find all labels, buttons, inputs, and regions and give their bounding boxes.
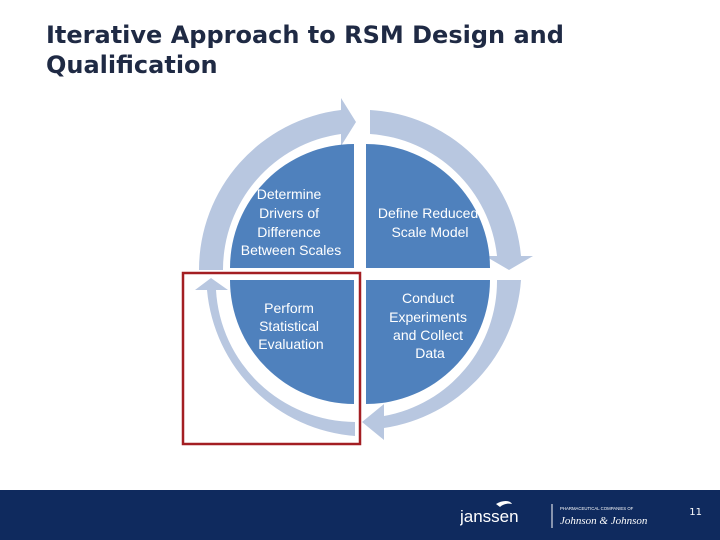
slide-title-line-2: Qualification [46, 51, 218, 79]
slide-title: Iterative Approach to RSM Design and Qua… [46, 20, 666, 80]
arrow-bottom-right [362, 280, 521, 440]
arrow-top-right [370, 110, 533, 270]
label-line: Data [415, 345, 445, 361]
quadrant-top-left-label: Determine Drivers of Difference Between … [241, 186, 341, 258]
quadrants [230, 144, 490, 404]
label-line: Between Scales [241, 242, 341, 258]
cycle-diagram: Determine Drivers of Difference Between … [181, 98, 533, 446]
arrow-ring [195, 98, 533, 440]
label-line: Statistical [259, 318, 319, 334]
parent-company: Johnson & Johnson [560, 515, 648, 527]
brand-wordmark: janssen [460, 507, 519, 526]
label-line: Experiments [389, 309, 467, 325]
label-line: Evaluation [258, 336, 323, 352]
quadrant-bottom-right [366, 280, 490, 404]
footer-bar: janssen PHARMACEUTICAL COMPANIES OF John… [0, 490, 720, 540]
page-number: 11 [689, 507, 702, 518]
quadrant-bottom-left-label: Perform Statistical Evaluation [258, 300, 323, 352]
label-line: Drivers of [259, 205, 319, 221]
quadrant-bottom-right-label: Conduct Experiments and Collect Data [389, 290, 471, 361]
quadrant-top-right-label: Define Reduced Scale Model [378, 205, 482, 240]
janssen-logo: janssen PHARMACEUTICAL COMPANIES OF John… [460, 501, 648, 528]
label-line: Define Reduced [378, 205, 478, 221]
arrow-top-left [198, 98, 356, 270]
janssen-swoosh-icon [496, 501, 512, 507]
label-line: Perform [264, 300, 314, 316]
arrow-bottom-left [195, 278, 355, 436]
slide-title-line-1: Iterative Approach to RSM Design and [46, 21, 564, 49]
brand-tagline: PHARMACEUTICAL COMPANIES OF [560, 506, 634, 511]
label-line: Conduct [402, 290, 454, 306]
label-line: Determine [257, 186, 322, 202]
highlight-box [181, 271, 362, 446]
label-line: Scale Model [391, 224, 468, 240]
label-line: Difference [257, 224, 321, 240]
label-line: and Collect [393, 327, 463, 343]
quadrant-top-left [230, 144, 354, 268]
quadrant-top-right [366, 144, 490, 268]
quadrant-bottom-left [230, 280, 354, 404]
